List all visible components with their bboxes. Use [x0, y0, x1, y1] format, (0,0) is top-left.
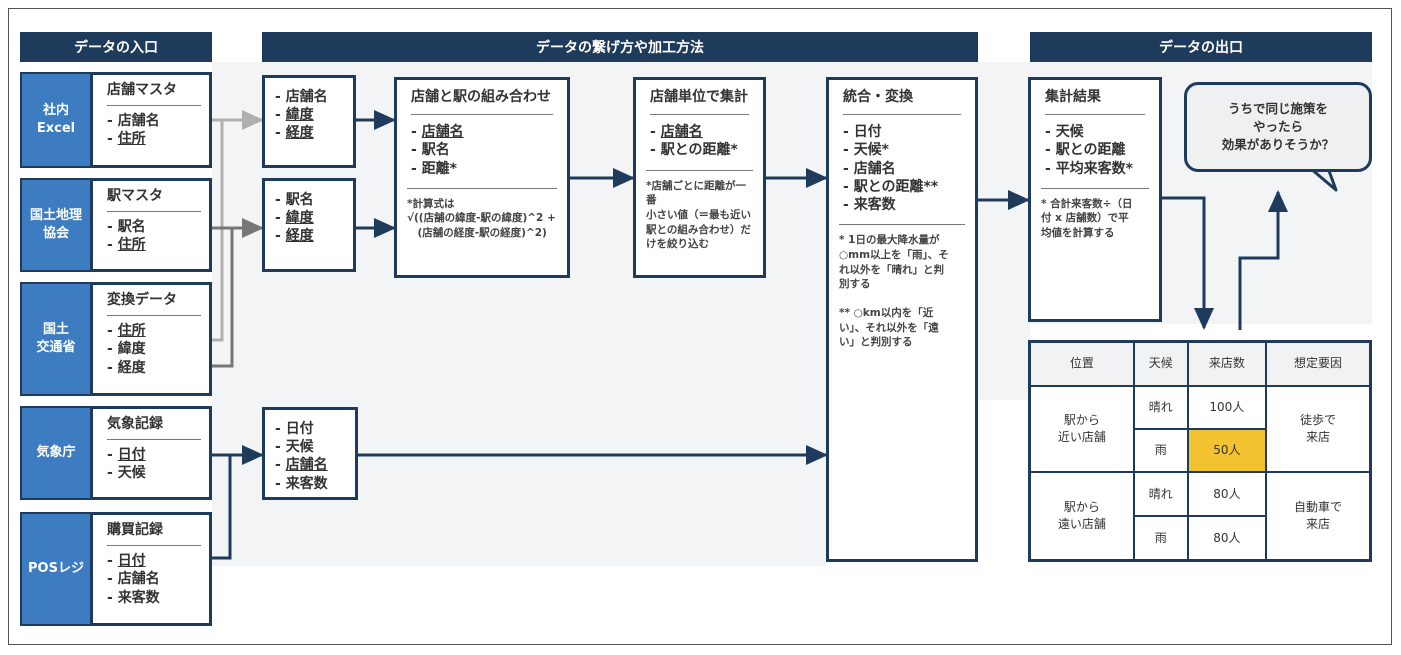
step-note: * 合計来客数÷（日 付 x 店舗数）で平 均値を計算する	[1041, 187, 1149, 241]
column-header: 想定要因	[1265, 340, 1372, 387]
header-input: データの入口	[20, 32, 212, 62]
process-step-box: 店舗単位で集計 - 店舗名- 駅との距離* *店舗ごとに距離が一番 小さい値（＝最も…	[633, 77, 766, 278]
arrow	[1162, 196, 1214, 330]
process-step-box: 統合・変換 - 日付- 天候*- 店舗名- 駅との距離**- 来客数 * 1日の最大…	[826, 77, 978, 562]
list-item: - 天候	[1045, 124, 1084, 141]
column-header: 天候	[1132, 340, 1189, 387]
step-note: *店舗ごとに距離が一番 小さい値（＝最も近い 駅との組み合わせ）だ けを絞り込む	[646, 169, 753, 252]
dataset-title: 駅マスタ	[107, 187, 201, 213]
source-dataset-box: 気象記録 - 日付- 天候	[90, 406, 212, 500]
arrow	[212, 455, 262, 560]
diagram-frame	[8, 8, 1392, 645]
table-header-row: 位置 天候 来店数 想定要因	[1028, 340, 1372, 387]
list-item: - 駅名	[107, 219, 146, 236]
table-row: 雨 80人	[1030, 514, 1371, 562]
process-step-box: 集計結果 - 天候- 駅との距離- 平均来客数* * 合計来客数÷（日 付 x 店舗…	[1028, 77, 1162, 322]
column-header: 来店数	[1186, 340, 1268, 387]
source-dataset-box: 駅マスタ - 駅名- 住所	[90, 178, 212, 272]
dataset-title: 気象記録	[107, 415, 201, 441]
count-cell: 80人	[1186, 471, 1268, 517]
list-item: - 駅名	[411, 142, 450, 159]
list-item: - 来客数	[843, 196, 896, 213]
result-table: 位置 天候 来店数 想定要因 駅から 近い店舗 晴れ 100人 徒歩で 来店 雨…	[1028, 340, 1372, 562]
list-item: - 日付	[843, 124, 882, 141]
list-item: - 経度	[275, 228, 314, 245]
factor-cell: 自動車で 来店	[1265, 471, 1372, 562]
count-cell: 100人	[1186, 384, 1268, 430]
list-item: - 日付	[107, 553, 146, 570]
intermediate-box: - 日付 - 天候- 店舗名- 来客数	[262, 407, 358, 500]
list-item: - 店舗名	[275, 89, 328, 105]
source-dataset-box: 変換データ - 住所- 緯度- 経度	[90, 282, 212, 396]
intermediate-box: - 店舗名 - 緯度- 経度	[262, 75, 356, 168]
list-item: - 店舗名	[650, 124, 703, 141]
list-item: - 店舗名	[275, 457, 328, 474]
step-note: ** ○km以内を「近 い」、それ以外を「遠 い」と判別する	[839, 306, 939, 349]
dataset-title: 変換データ	[107, 291, 201, 317]
source-org-label: 気象庁	[20, 406, 90, 500]
weather-cell: 雨	[1132, 514, 1189, 562]
position-cell: 駅から 近い店舗	[1028, 384, 1135, 474]
list-item: - 天候*	[843, 142, 890, 159]
source-dataset-box: 購買記録 - 日付- 店舗名- 来客数	[90, 512, 212, 626]
step-title: 統合・変換	[843, 88, 961, 116]
list-item: - 来客数	[275, 475, 328, 492]
list-item: - 駅との距離	[1045, 142, 1126, 159]
column-header: 位置	[1028, 340, 1135, 387]
list-item: - 距離*	[411, 160, 458, 177]
connector	[212, 120, 224, 342]
factor-cell: 徒歩で 来店	[1265, 384, 1372, 474]
intermediate-box: - 駅名 - 緯度- 経度	[262, 178, 356, 272]
list-item: - 緯度	[275, 210, 314, 227]
list-item: - 天候	[107, 465, 146, 482]
weather-cell: 雨	[1132, 427, 1189, 474]
table-row: 雨 50人	[1030, 427, 1371, 474]
list-item: - 店舗名	[411, 124, 464, 141]
table-row: 駅から 遠い店舗 晴れ 80人 自動車で 来店	[1028, 471, 1372, 562]
arrow	[1238, 190, 1288, 330]
list-item: - 住所	[107, 323, 146, 340]
list-item: - 駅との距離**	[843, 178, 939, 195]
source-dataset-box: 店舗マスタ - 店舗名- 住所	[90, 72, 212, 168]
list-item: - 店舗名	[107, 113, 160, 130]
question-bubble: うちで同じ施策を やったら 効果がありそうか？	[1184, 82, 1372, 172]
list-item: - 住所	[107, 237, 146, 254]
list-item: - 緯度	[107, 341, 146, 358]
list-item: - 平均来客数*	[1045, 160, 1134, 177]
count-cell: 80人	[1186, 514, 1268, 562]
header-output: データの出口	[1030, 32, 1372, 62]
source-org-label: 社内 Excel	[20, 72, 90, 168]
list-item: - 経度	[275, 125, 314, 142]
list-item: - 天候	[275, 439, 314, 456]
source-org-label: 国土地理 協会	[20, 178, 90, 272]
source-org-label: 国土 交通省	[20, 282, 90, 396]
list-item: - 日付	[107, 447, 146, 464]
list-item: - 店舗名	[107, 571, 160, 588]
step-title: 店舗単位で集計	[650, 88, 749, 116]
table-row: 駅から 近い店舗 晴れ 100人 徒歩で 来店	[1028, 384, 1372, 474]
header-process: データの繋げ方や加工方法	[262, 32, 978, 62]
source-org-label: POSレジ	[20, 512, 90, 626]
weather-cell: 晴れ	[1132, 471, 1189, 517]
list-item: - 日付	[275, 421, 314, 437]
weather-cell: 晴れ	[1132, 384, 1189, 430]
step-note: * 1日の最大降水量が ○mm以上を「雨」、そ れ以外を「晴れ」と判 別する	[839, 224, 965, 292]
step-title: 店舗と駅の組み合わせ	[411, 88, 553, 116]
list-item: - 駅名	[275, 192, 314, 208]
list-item: - 店舗名	[843, 160, 896, 177]
dataset-title: 購買記録	[107, 521, 201, 547]
step-title: 集計結果	[1045, 88, 1145, 116]
count-cell-highlighted: 50人	[1186, 427, 1268, 474]
list-item: - 緯度	[275, 107, 314, 124]
step-note: *計算式は √((店舗の緯度-駅の緯度)^2 + (店舗の経度-駅の経度)^2)	[407, 187, 557, 241]
position-cell: 駅から 遠い店舗	[1028, 471, 1135, 562]
list-item: - 駅との距離*	[650, 142, 738, 159]
list-item: - 来客数	[107, 589, 160, 606]
dataset-title: 店舗マスタ	[107, 81, 201, 107]
list-item: - 経度	[107, 359, 146, 376]
list-item: - 住所	[107, 131, 146, 148]
connector	[212, 228, 234, 368]
process-step-box: 店舗と駅の組み合わせ - 店舗名- 駅名- 距離* *計算式は √((店舗の緯度-駅…	[394, 77, 570, 278]
